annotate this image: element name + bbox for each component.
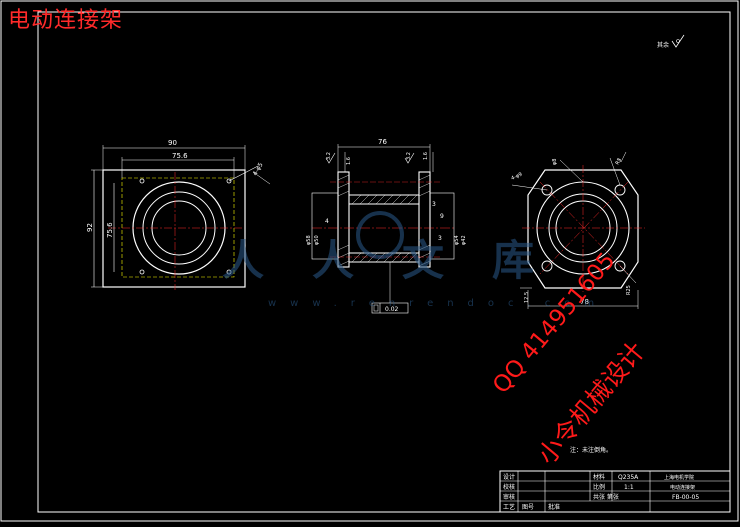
section-dim-dia-left: φ58 (306, 235, 312, 245)
tb-r1c0: 设计 (503, 473, 515, 481)
tb-r2c4: 电动连接架 (670, 484, 695, 491)
section-dim-3-small: 3 (432, 201, 436, 208)
front-dim-75-6-top: 75.6 (172, 152, 188, 160)
side-dim-12-5: 12.5 (524, 292, 530, 303)
section-dim-dia-right: φ54 (454, 235, 460, 245)
drawing-title: 电动连接架 (8, 8, 124, 33)
side-dim-78: 78 (580, 298, 589, 306)
side-dim-left: 4-φ9 (510, 172, 523, 182)
front-hole-note: 4-φ5 (252, 161, 265, 177)
roughness-label: 其余 (657, 41, 669, 49)
tb-r1c2: 材料 (593, 473, 605, 481)
section-dim-4: 4 (325, 218, 329, 225)
roughness-symbol-icon (671, 34, 685, 48)
section-dim-76: 76 (378, 138, 387, 146)
watermark-site: www.renrendoc.com (268, 298, 608, 309)
drawing-note: 注：未注倒角。 (570, 446, 612, 454)
tb-r1c4: 上海电机学院 (664, 474, 694, 481)
tb-r3c2: 共张 第张 (593, 493, 619, 501)
front-dim-75-6-left: 75.6 (106, 222, 114, 238)
tb-footer-1: 图号 (522, 504, 534, 511)
section-dim-3: 3 (438, 235, 442, 242)
flatness-value: 0.02 (385, 306, 399, 313)
section-rough-left-1: 3.2 (326, 152, 332, 160)
front-dim-90: 90 (168, 139, 177, 147)
watermark-logo-text: 人人文库 (222, 236, 582, 285)
side-view: 78 12.5 φ8 R5 4-φ9 R25 (510, 151, 645, 309)
tb-r3c4: FB-00-05 (672, 494, 699, 501)
side-dim-top-left: φ8 (552, 159, 558, 165)
inner-frame (37, 11, 731, 513)
tb-r2c3: 1:1 (624, 484, 634, 491)
section-dim-dia-left-low: φ50 (314, 235, 320, 245)
watermark-logo: 人人文库 www.renrendoc.com (222, 211, 608, 309)
front-view: 90 75.6 92 75.6 4-φ5 (86, 139, 271, 290)
tb-r1c3: Q235A (618, 474, 639, 481)
section-view: 76 3.2 1.6 3.2 1.6 4 9 3 3 φ58 φ50 φ54 φ… (306, 138, 467, 314)
section-dim-9: 9 (440, 213, 444, 220)
tb-r2c2: 比例 (593, 483, 605, 491)
side-dim-right: R25 (626, 285, 632, 295)
tb-r4c0: 工艺 (503, 503, 515, 511)
tb-r3c0: 审核 (503, 493, 515, 501)
front-dim-92: 92 (86, 223, 94, 232)
section-rough-right-2: 1.6 (423, 152, 429, 160)
tb-footer-0: 批准 (548, 503, 560, 511)
side-dim-top-right: R5 (615, 157, 624, 166)
title-block: 设计 材料 Q235A 上海电机学院 校核 比例 1:1 电动连接架 审核 共张… (499, 470, 731, 513)
section-dim-dia-right-2: φ42 (461, 235, 467, 245)
tb-r2c0: 校核 (503, 483, 515, 491)
section-rough-right-1: 3.2 (406, 152, 412, 160)
section-rough-left-2: 1.6 (346, 157, 352, 165)
